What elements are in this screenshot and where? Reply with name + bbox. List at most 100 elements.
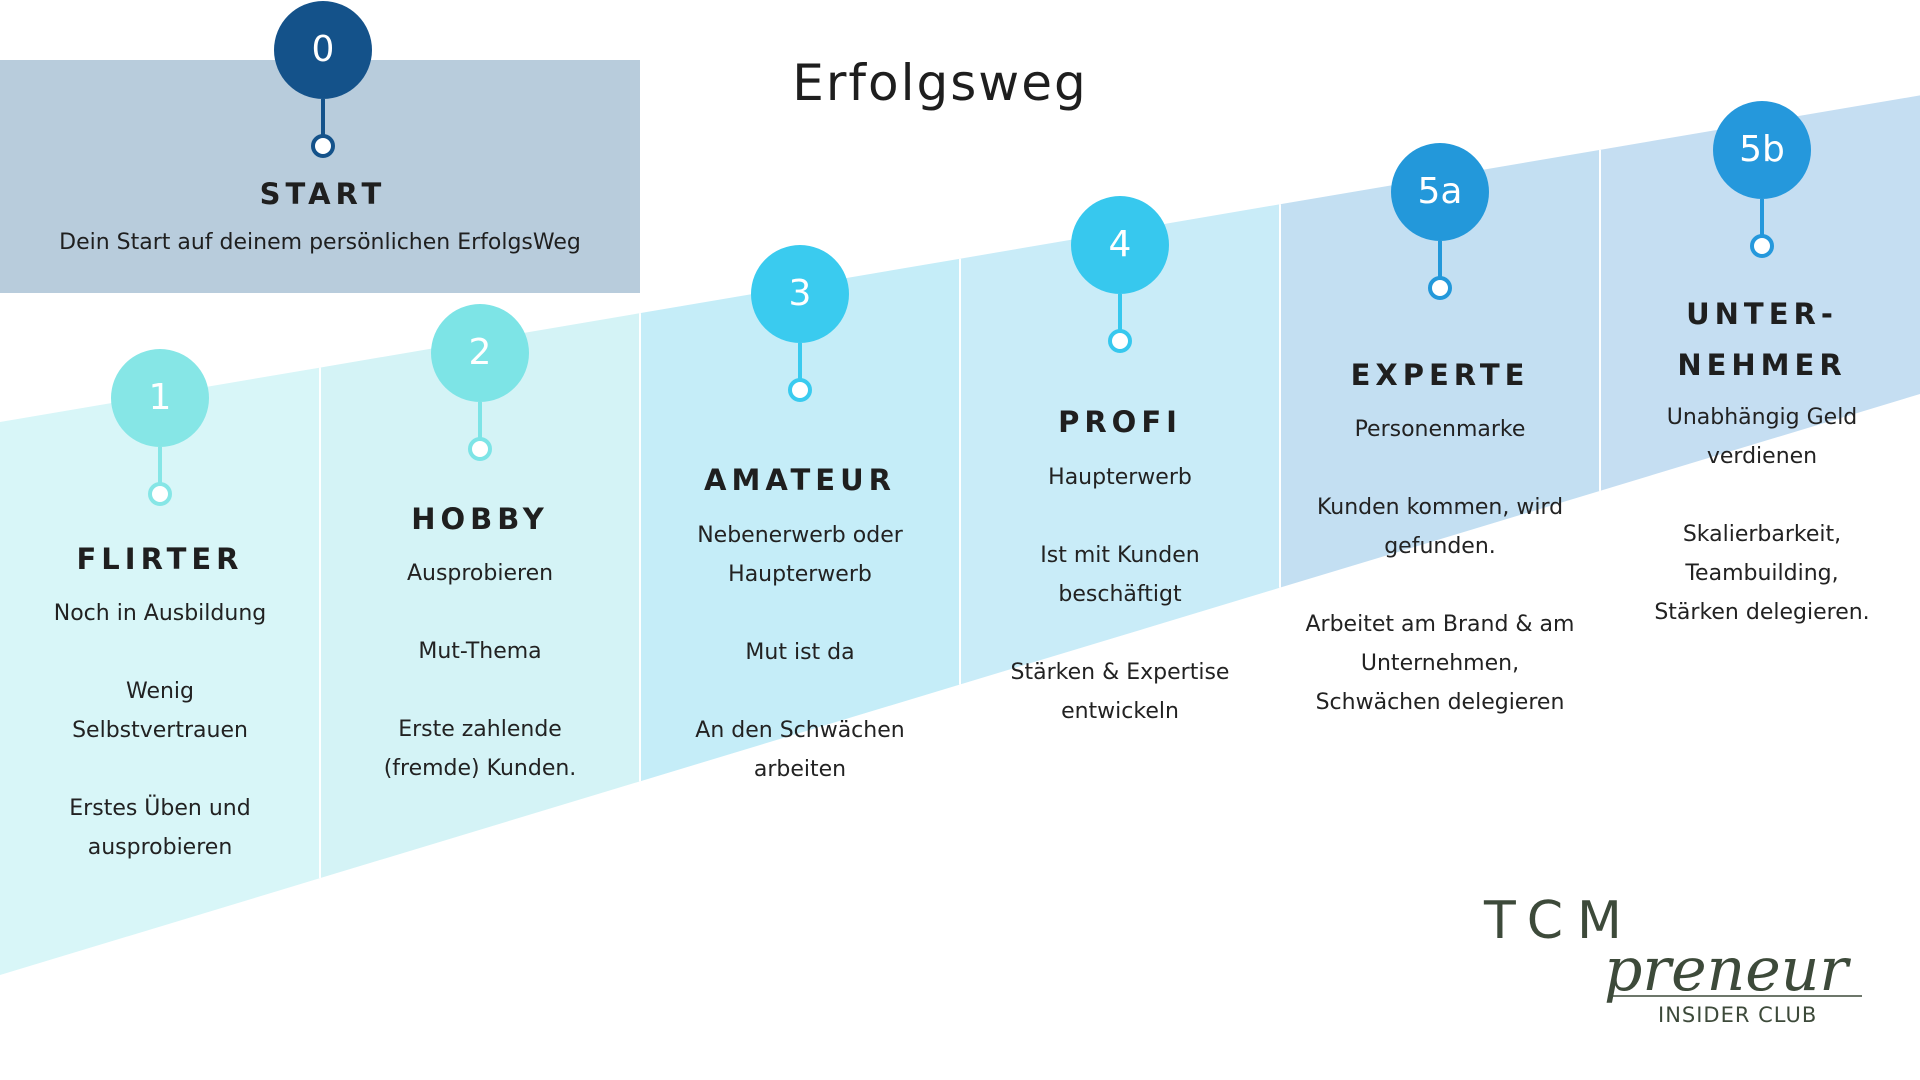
description-line: Teambuilding, (1685, 561, 1839, 586)
description-line: Haupterwerb (1048, 465, 1192, 490)
pin-stage-4-stem (1118, 294, 1122, 330)
description-line: beschäftigt (1058, 582, 1182, 607)
page-title: Erfolgsweg (792, 54, 1088, 112)
pin-stage-2-number: 2 (431, 304, 529, 402)
stage-title-line: FLIRTER (76, 542, 244, 576)
pin-stage-1-stem (158, 447, 162, 483)
logo-insider-club-text: INSIDER CLUB (1658, 1003, 1817, 1027)
pin-stage-0-ring (311, 134, 335, 158)
pin-stage-5a-number: 5a (1391, 143, 1489, 241)
stage-title-line: AMATEUR (704, 463, 896, 497)
pin-stage-5a-stem (1438, 241, 1442, 277)
pin-stage-0-stem (321, 99, 325, 135)
description-line: ausprobieren (87, 835, 233, 860)
description-line (650, 594, 950, 633)
description-line: Nebenerwerb oder (697, 523, 903, 548)
pin-stage-1-number: 1 (111, 349, 209, 447)
description-line: verdienen (1706, 444, 1818, 469)
pin-stage-3-ring (788, 378, 812, 402)
pin-stage-3-stem (798, 343, 802, 379)
stage-title-line: HOBBY (411, 502, 549, 536)
stage-title-line: PROFI (1058, 405, 1182, 439)
pin-stage-4-ring (1108, 329, 1132, 353)
description-line (1612, 476, 1912, 515)
pin-stage-5b-stem (1760, 199, 1764, 235)
description-line: Wenig (125, 679, 195, 704)
band-stage-4 (960, 204, 1280, 685)
description-line: Erste zahlende (398, 717, 562, 742)
pin-stage-2: 2 (430, 304, 530, 461)
description-line: (fremde) Kunden. (383, 756, 577, 781)
stage-title-line: UNTER- (1686, 297, 1838, 331)
description-line: entwickeln (1061, 699, 1179, 724)
description-line: Personenmarke (1354, 417, 1526, 442)
description-line: gefunden. (1384, 534, 1496, 559)
logo-tcm-text: TCM (1483, 891, 1636, 951)
pin-stage-4: 4 (1070, 196, 1170, 353)
description-line (1290, 566, 1590, 605)
pin-stage-1: 1 (110, 349, 210, 506)
stage-1-title: FLIRTER (10, 534, 310, 585)
pin-stage-5b: 5b (1712, 101, 1812, 258)
pin-stage-2-ring (468, 437, 492, 461)
description-line (10, 750, 310, 789)
pin-stage-4-number: 4 (1071, 196, 1169, 294)
pin-stage-5b-ring (1750, 234, 1774, 258)
description-line (1290, 449, 1590, 488)
description-line: Kunden kommen, wird (1316, 495, 1564, 520)
band-stage-2 (320, 313, 640, 879)
description-line (330, 593, 630, 632)
description-line: Mut-Thema (418, 639, 542, 664)
stage-5a-title: EXPERTE (1290, 350, 1590, 401)
tcm-preneur-logo: TCM preneur INSIDER CLUB (1483, 891, 1862, 1027)
description-line (10, 633, 310, 672)
description-line: Schwächen delegieren (1315, 690, 1565, 715)
pin-stage-2-stem (478, 402, 482, 438)
logo-preneur-text: preneur (1604, 935, 1851, 1005)
description-line: Haupterwerb (728, 562, 872, 587)
stage-5b-title: UNTER- NEHMER (1612, 289, 1912, 391)
description-line: Stärken & Expertise (1010, 660, 1230, 685)
pin-stage-5b-number: 5b (1713, 101, 1811, 199)
pin-stage-0-number: 0 (274, 1, 372, 99)
stage-3-title: AMATEUR (650, 455, 950, 506)
start-description: Dein Start auf deinem persönlichen Erfol… (59, 230, 581, 255)
description-line: Noch in Ausbildung (53, 601, 267, 626)
stage-4-title: PROFI (970, 397, 1270, 448)
pin-stage-5a-ring (1428, 276, 1452, 300)
band-stage-3 (640, 258, 960, 782)
pin-stage-0: 0 (273, 1, 373, 158)
band-stage-5a (1280, 149, 1600, 588)
stage-title-line: NEHMER (1677, 348, 1847, 382)
description-line: Unabhängig Geld (1666, 405, 1858, 430)
description-line: An den Schwächen (695, 718, 905, 743)
description-line (970, 614, 1270, 653)
band-stage-1 (0, 367, 320, 975)
description-line: Arbeitet am Brand & am (1305, 612, 1575, 637)
stage-title-line: EXPERTE (1350, 358, 1530, 392)
description-line: Unternehmen, (1360, 651, 1520, 676)
description-line: Selbstvertrauen (72, 718, 248, 743)
description-line: Ausprobieren (406, 561, 554, 586)
pin-stage-3: 3 (750, 245, 850, 402)
description-line: Stärken delegieren. (1654, 600, 1870, 625)
description-line (970, 497, 1270, 536)
description-line: Erstes Üben und (69, 796, 251, 821)
description-line: Mut ist da (745, 640, 855, 665)
description-line (330, 671, 630, 710)
stage-0-title: START (259, 177, 387, 211)
description-line: arbeiten (753, 757, 847, 782)
stage-2-title: HOBBY (330, 494, 630, 545)
description-line: Ist mit Kunden (1040, 543, 1200, 568)
band-stage-5b (1600, 95, 1920, 491)
pin-stage-3-number: 3 (751, 245, 849, 343)
description-line: Skalierbarkeit, (1682, 522, 1842, 547)
pin-stage-5a: 5a (1390, 143, 1490, 300)
pin-stage-1-ring (148, 482, 172, 506)
